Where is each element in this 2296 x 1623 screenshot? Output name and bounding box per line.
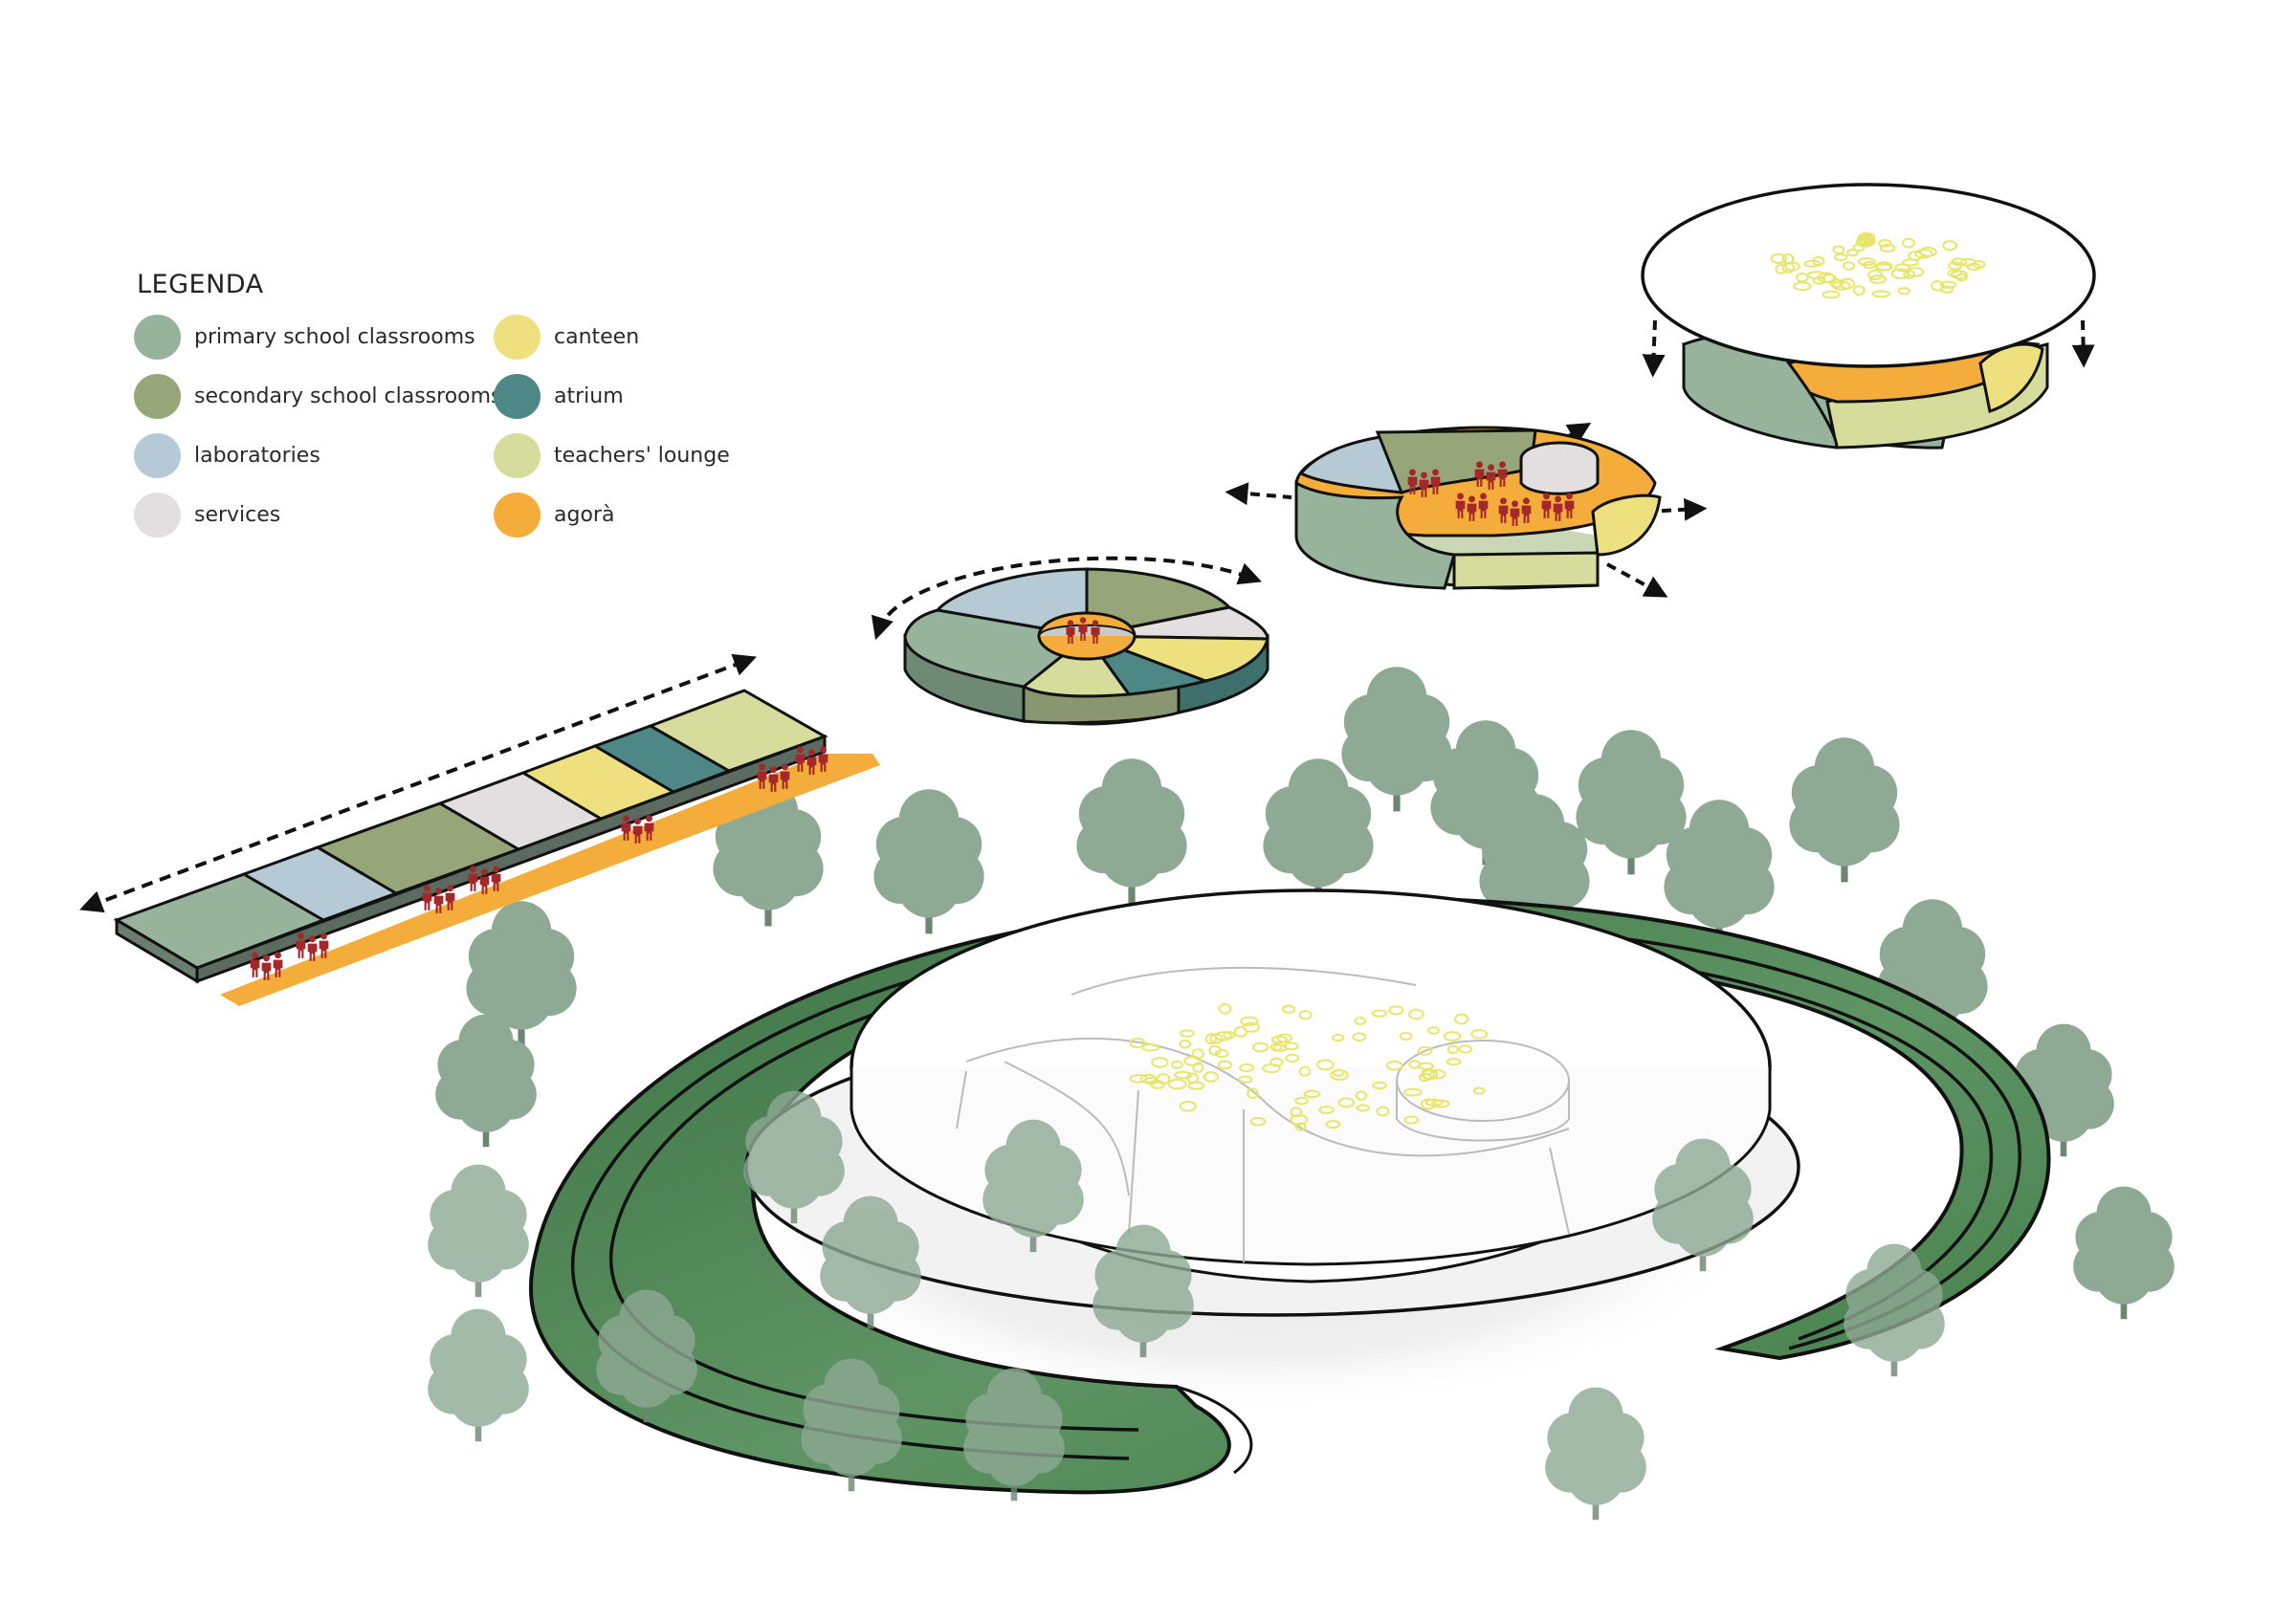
legend-swatch-secondary — [134, 373, 181, 419]
legend-swatch-agora — [494, 492, 541, 537]
tree-icon — [1341, 667, 1452, 812]
tree-icon — [1652, 1138, 1754, 1272]
tree-icon — [801, 1358, 902, 1492]
tree-icon — [1263, 758, 1374, 904]
step-ring — [871, 556, 1269, 726]
tree-icon — [873, 789, 984, 934]
tree-icon — [1843, 1243, 1945, 1377]
legend-label-primary: primary school classrooms — [194, 324, 475, 349]
tree-icon — [1789, 737, 1900, 883]
legend-title: LEGENDA — [137, 270, 264, 299]
main-building — [744, 888, 1800, 1317]
legend-label-teachers: teachers' lounge — [554, 443, 730, 468]
person-icon — [422, 885, 432, 910]
step-roof-lift — [1641, 183, 2096, 450]
legend-swatch-atrium — [494, 373, 541, 419]
legend-swatch-canteen — [494, 314, 541, 360]
roof-lights — [1129, 1003, 1489, 1131]
step-opened-plan — [1225, 423, 1708, 598]
legend-label-services: services — [194, 502, 281, 527]
tree-icon — [466, 901, 577, 1046]
tree-icon — [820, 1195, 921, 1329]
foreground-trees — [428, 1090, 1945, 1521]
tree-icon — [1545, 1387, 1646, 1521]
person-icon — [250, 952, 260, 977]
legend-item-atrium: atrium — [494, 371, 624, 421]
tree-icon — [1664, 800, 1775, 945]
legend-item-teachers: teachers' lounge — [494, 430, 730, 480]
legend-swatch-primary — [134, 314, 181, 360]
tree-icon — [1093, 1224, 1194, 1358]
tree-icon — [743, 1090, 845, 1224]
person-icon — [296, 932, 306, 958]
tree-icon — [428, 1308, 529, 1442]
legend-item-services: services — [134, 490, 280, 539]
legend-swatch-services — [134, 492, 181, 537]
legend-label-laboratories: laboratories — [194, 443, 320, 468]
legend: LEGENDA primary school classrooms seconda… — [134, 270, 746, 557]
tree-icon — [2073, 1186, 2175, 1320]
legend-swatch-laboratories — [134, 432, 181, 478]
legend-item-primary: primary school classrooms — [134, 312, 475, 362]
legend-label-atrium: atrium — [554, 384, 624, 408]
legend-label-agora: agorà — [554, 502, 615, 527]
step-linear-bar — [79, 653, 880, 1006]
tree-icon — [963, 1368, 1065, 1502]
tree-icon — [596, 1289, 697, 1423]
tree-icon — [1576, 730, 1687, 875]
legend-label-secondary: secondary school classrooms — [194, 384, 502, 408]
person-icon — [468, 866, 478, 891]
legend-swatch-teachers — [494, 432, 541, 478]
legend-item-laboratories: laboratories — [134, 430, 320, 480]
legend-item-secondary: secondary school classrooms — [134, 371, 502, 421]
legend-item-canteen: canteen — [494, 312, 639, 362]
tree-icon — [1430, 720, 1541, 866]
tree-icon — [428, 1164, 529, 1298]
tree-icon — [435, 1014, 537, 1148]
tree-icon — [1076, 758, 1187, 904]
legend-label-canteen: canteen — [554, 324, 640, 349]
tree-icon — [982, 1119, 1084, 1253]
legend-item-agora: agorà — [494, 490, 614, 539]
